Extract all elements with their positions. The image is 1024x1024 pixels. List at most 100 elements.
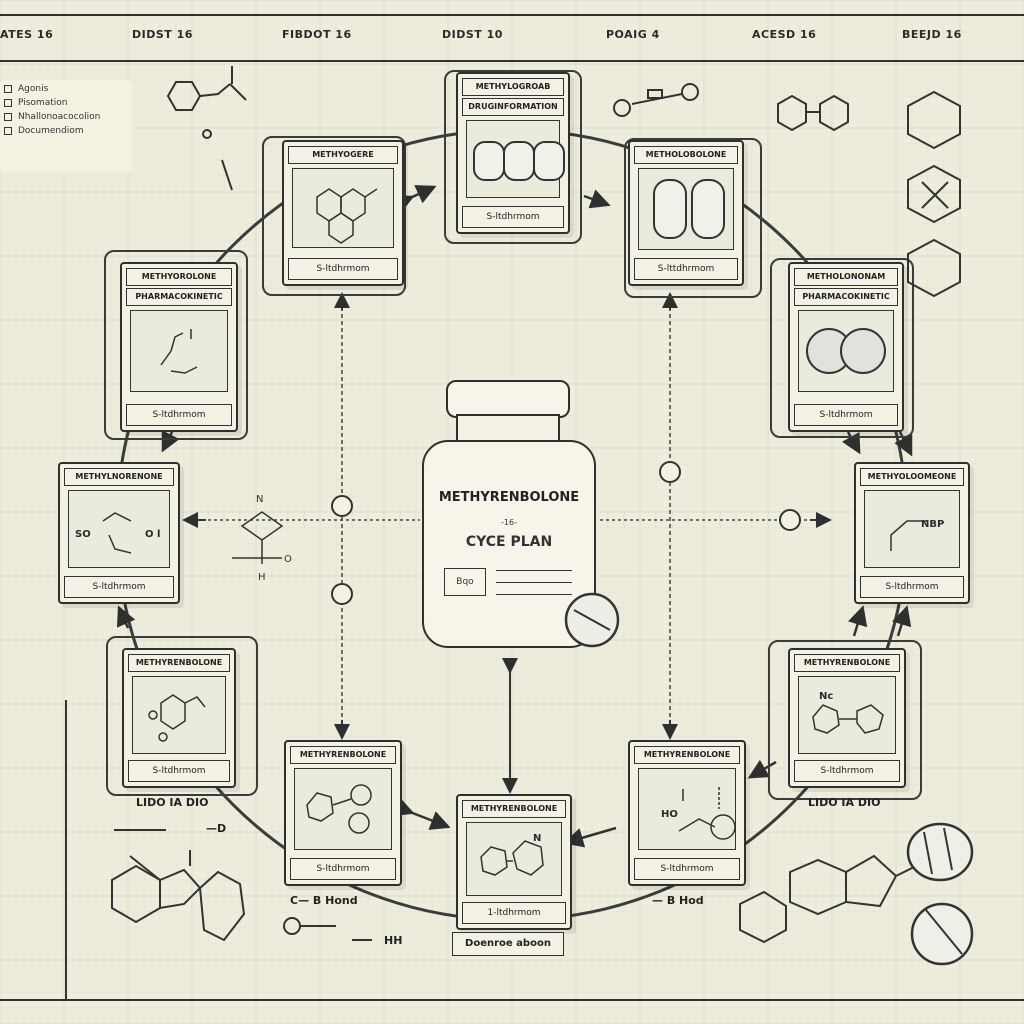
card-header: METHYLNORENONE — [64, 468, 174, 486]
chem-text: — B Hod — [652, 894, 704, 907]
arrow — [161, 430, 180, 453]
molecule-icon — [812, 704, 884, 734]
card-bracket — [262, 136, 406, 296]
info-card[interactable]: METHYRENBOLONE Nc S-ltdhrmom — [788, 648, 906, 788]
info-card[interactable]: METHYRENBOLONE S-ltdhrmom — [284, 740, 402, 886]
legend: Agonis Pisomation Nhallonoacocolion Docu… — [0, 80, 132, 172]
label-line — [496, 570, 572, 571]
arrow — [116, 605, 136, 629]
structure-panel — [130, 310, 228, 392]
arrow — [392, 797, 451, 830]
arrow — [583, 189, 611, 209]
svg-text:N: N — [256, 494, 263, 505]
card-footer: 1-ltdhrmom — [462, 902, 566, 924]
card-bracket — [624, 138, 762, 298]
info-card[interactable]: METHYRENBOLONE HO S-ltdhrmom — [628, 740, 746, 886]
molecule-icon — [678, 787, 735, 840]
caption-box: Doenroe aboon — [452, 932, 564, 956]
chem-text: Nc — [819, 691, 834, 702]
chem-text: SO — [75, 529, 91, 540]
info-card[interactable]: METHYLOGROAB DRUGINFORMATION S-ltdhrmom — [456, 72, 570, 234]
group-label: LIDO IA DIO — [136, 796, 209, 809]
step-label: BEEJD 16 — [902, 28, 962, 41]
step-label: POAIG 4 — [606, 28, 660, 41]
step-label: ATES 16 — [0, 28, 54, 41]
capsule-icon — [503, 141, 535, 181]
step-label: DIDST 10 — [442, 28, 503, 41]
card-subheader: PHARMACOKINETIC — [126, 288, 232, 306]
card-bracket — [106, 636, 258, 796]
svg-text:O: O — [284, 554, 292, 565]
card-footer: S-ltdhrmom — [794, 404, 898, 426]
arrow — [841, 431, 861, 455]
step-header-bar: ATES 16 DIDST 16 FIBDOT 16 DIDST 10 POAI… — [0, 14, 1024, 62]
chem-text: O l — [145, 529, 161, 540]
card-header: METHYRENBOLONE — [290, 746, 396, 764]
card-header: METHYRENBOLONE — [634, 746, 740, 764]
tablet-icon — [806, 328, 886, 374]
card-header: METHOLONONAM — [794, 268, 898, 286]
structure-panel: Nc — [798, 676, 896, 754]
molecule-icon — [160, 329, 198, 374]
step-label: FIBDOT 16 — [282, 28, 352, 41]
chem-text: NBP — [921, 519, 945, 530]
structure-panel: N — [466, 822, 562, 896]
card-footer: S-ltdhrmom — [126, 404, 232, 426]
card-header: METHYOROLONE — [126, 268, 232, 286]
card-bracket — [104, 250, 248, 440]
card-header: METHYRENBOLONE — [794, 654, 900, 672]
capsule-icon — [473, 141, 505, 181]
node-circle — [779, 509, 801, 531]
molecule-icon: N O H — [232, 494, 292, 583]
bottle-title: METHYRENBOLONE — [438, 490, 580, 505]
label-line — [496, 594, 572, 595]
molecule-icon — [316, 188, 378, 244]
info-card[interactable]: METHOLONONAM PHARMACOKINETIC S-ltdhrmom — [788, 262, 904, 432]
step-label: DIDST 16 — [132, 28, 193, 41]
structure-panel: HO — [638, 768, 736, 850]
chem-text: HH — [384, 934, 403, 947]
molecule-icon — [480, 840, 544, 876]
capsule-icon — [653, 179, 687, 239]
arrow — [392, 185, 437, 214]
info-card[interactable]: METHYOROLONE PHARMACOKINETIC S-ltdhrmom — [120, 262, 238, 432]
info-card[interactable]: METHYLNORENONE SO O l S-ltdhrmom — [58, 462, 180, 604]
node-circle — [331, 583, 353, 605]
legend-item: Pisomation — [4, 98, 132, 108]
card-header: METHYRENBOLONE — [462, 800, 566, 818]
card-header: METHYRENBOLONE — [128, 654, 230, 672]
card-bracket — [444, 70, 582, 244]
card-header: METHYLOGROAB — [462, 78, 564, 96]
molecule-icon — [102, 512, 132, 554]
card-footer: S-ltdhrmom — [288, 258, 398, 280]
capsule-icon — [533, 141, 565, 181]
molecule-icon — [890, 520, 927, 551]
molecule-icon — [306, 784, 372, 834]
group-label: LIDO IA DIO — [808, 796, 881, 809]
card-subheader: DRUGINFORMATION — [462, 98, 564, 116]
step-label: ACESD 16 — [752, 28, 817, 41]
chem-text: H — [258, 572, 266, 583]
capsule-panel — [638, 168, 734, 250]
bottle-cap — [446, 380, 570, 418]
card-footer: S-ltdhrmom — [634, 858, 740, 880]
card-subheader: PHARMACOKINETIC — [794, 288, 898, 306]
structure-panel — [132, 676, 226, 754]
capsule-panel — [466, 120, 565, 198]
card-footer: S-ltdhrmom — [290, 858, 396, 880]
info-card[interactable]: METHYRENBOLONE N 1-ltdhrmom — [456, 794, 572, 930]
arrow — [747, 759, 777, 779]
info-card[interactable]: METHYOGERE S-ltdhrmom — [282, 140, 404, 286]
legend-item: Documendiom — [4, 126, 132, 136]
cycle-arc-ne — [511, 128, 909, 526]
info-card[interactable]: METHYOLOOMEONE NBP S-ltdhrmom — [854, 462, 970, 604]
info-card[interactable]: METHYRENBOLONE S-ltdhrmom — [122, 648, 236, 788]
info-card[interactable]: METHOLOBOLONE S-lttdhrmom — [628, 140, 744, 286]
card-footer: S-ltdhrmom — [128, 760, 230, 782]
legend-item: Nhallonoacocolion — [4, 112, 132, 122]
structure-panel: NBP — [864, 490, 960, 568]
card-header: METHYOGERE — [288, 146, 398, 164]
arrow — [848, 605, 868, 637]
card-footer: S-ltdhrmom — [860, 576, 964, 598]
